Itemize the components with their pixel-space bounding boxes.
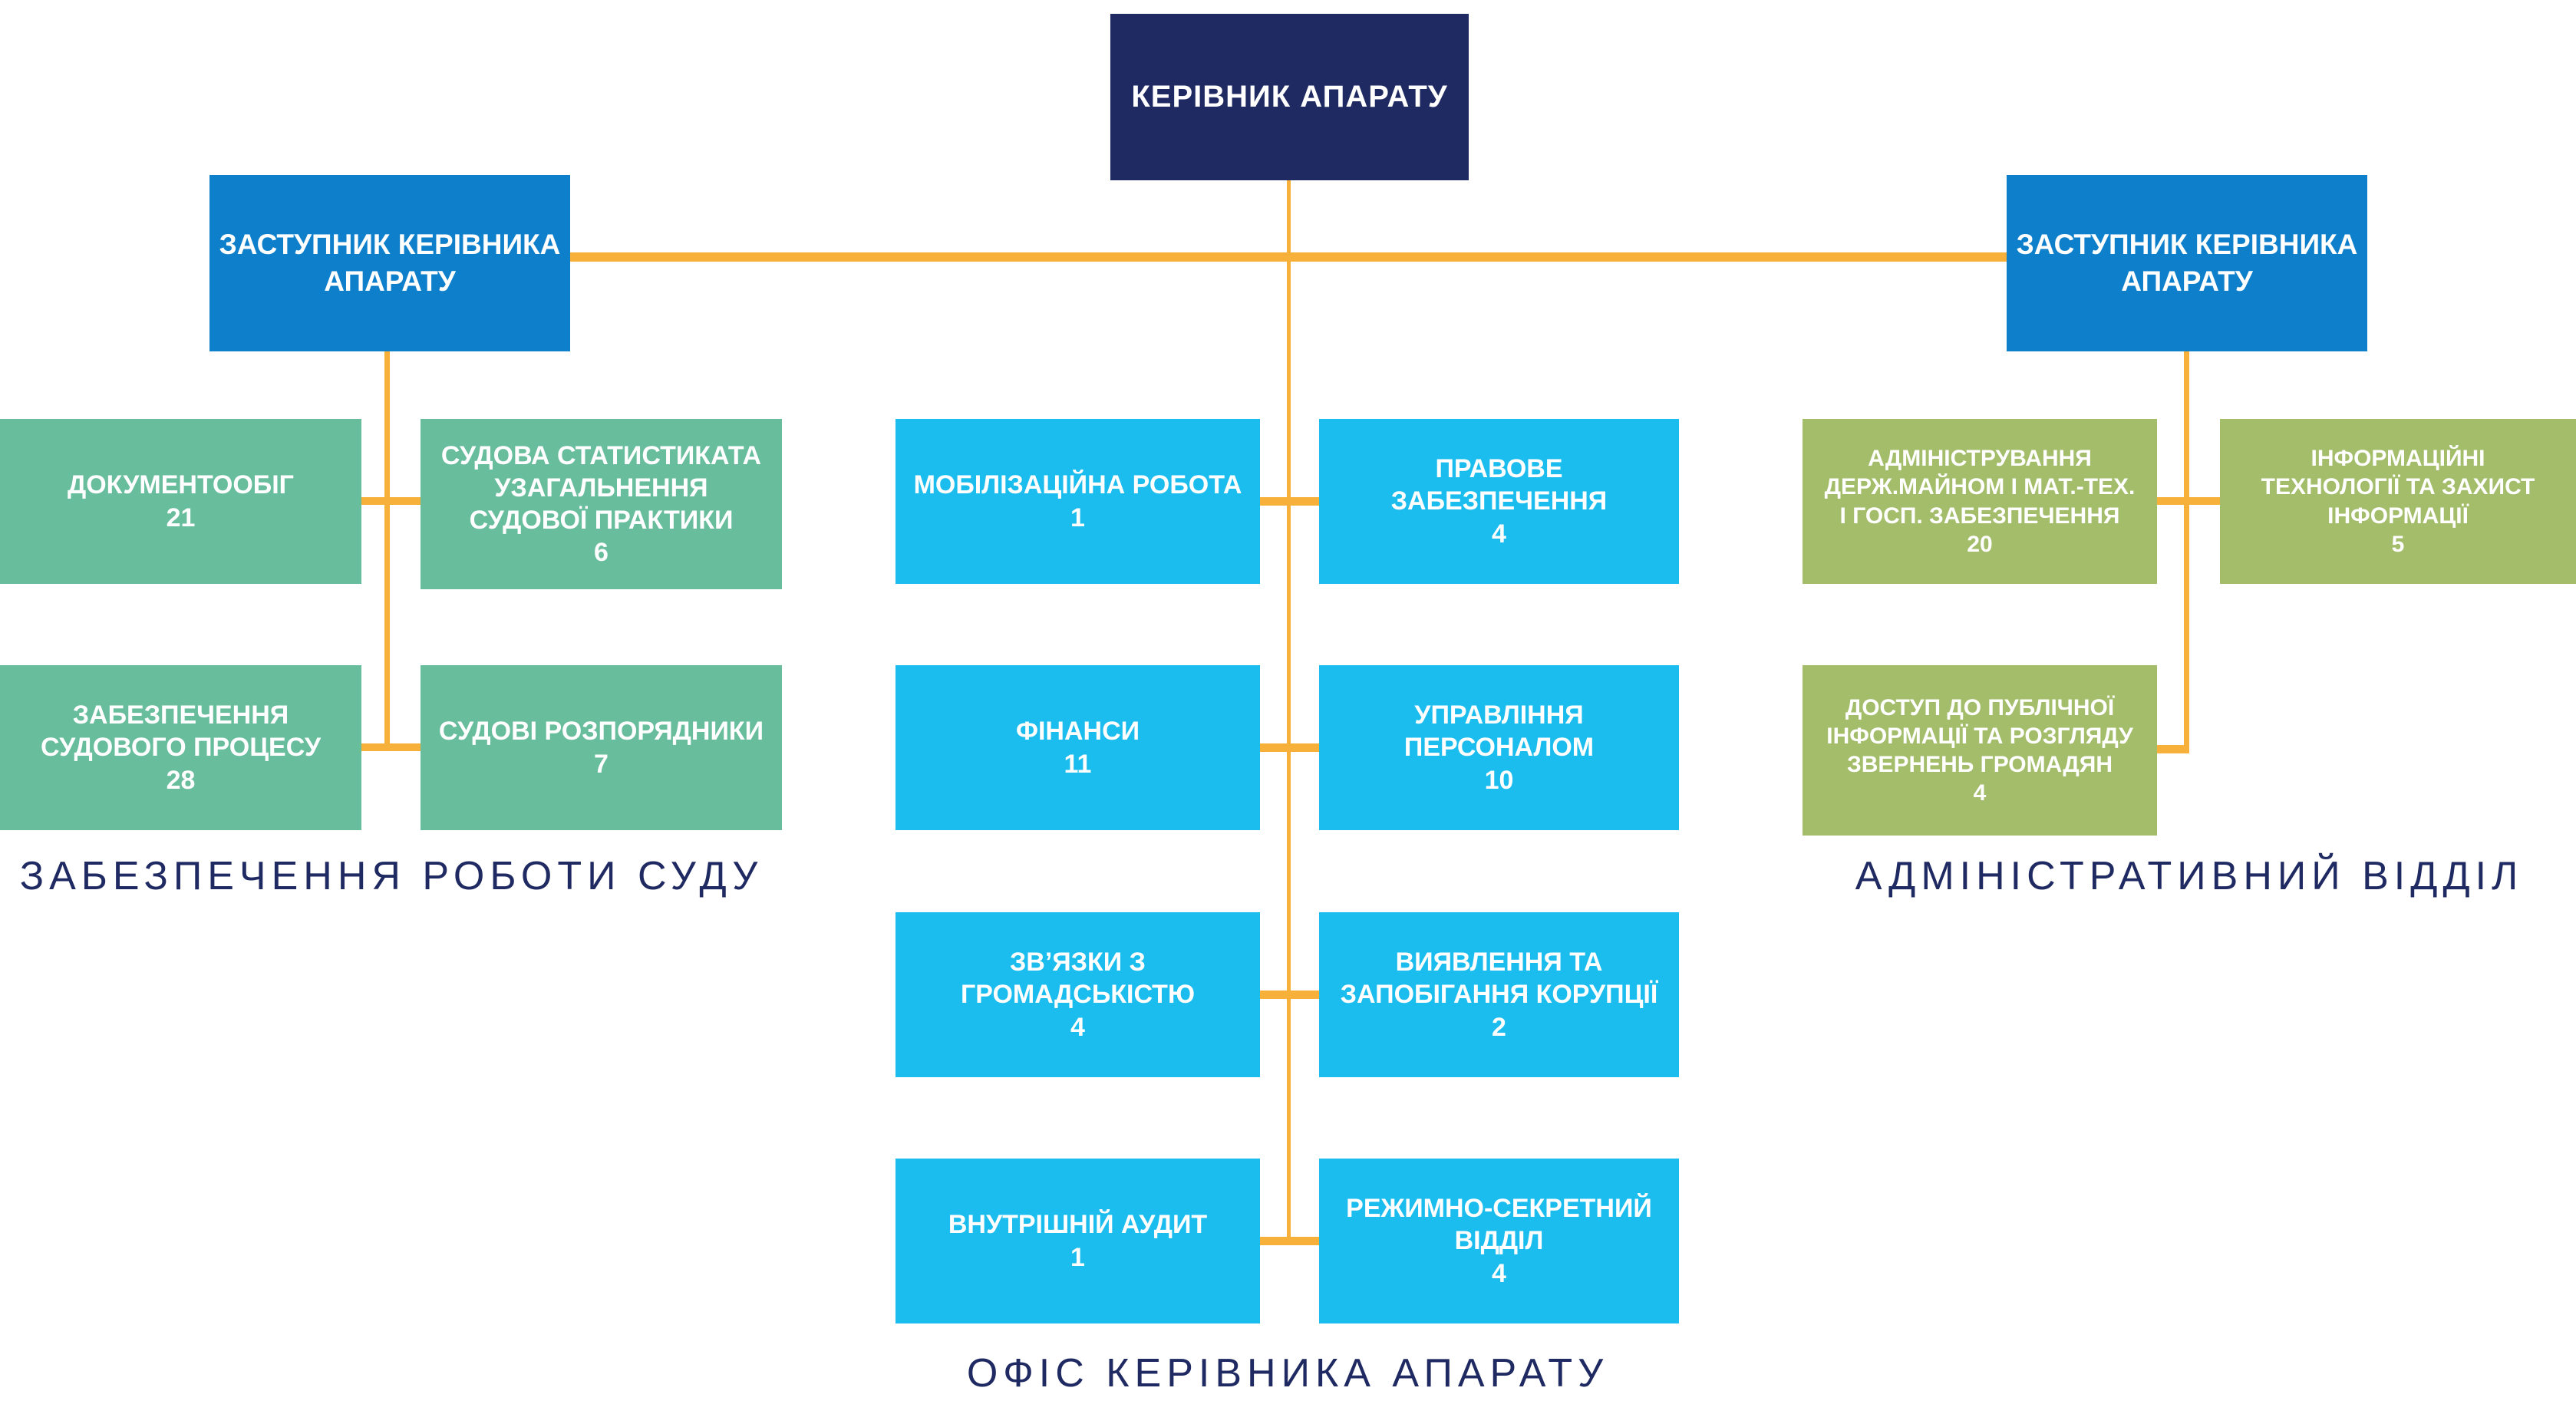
- unit-title: ІНФОРМАЦІЙНІ ТЕХНОЛОГІЇ ТА ЗАХИСТ ІНФОРМ…: [2261, 446, 2535, 529]
- connector-deputies-horizontal: [570, 252, 2007, 262]
- node-head-of-staff: КЕРІВНИК АПАРАТУ: [1110, 14, 1469, 180]
- unit-it-and-info-security: ІНФОРМАЦІЙНІ ТЕХНОЛОГІЇ ТА ЗАХИСТ ІНФОРМ…: [2220, 419, 2576, 584]
- unit-state-property-admin: АДМІНІСТРУВАННЯ ДЕРЖ.МАЙНОМ І МАТ.-ТЕХ. …: [1803, 419, 2157, 584]
- unit-document-flow: ДОКУМЕНТООБІГ 21: [0, 419, 361, 584]
- unit-count: 6: [594, 538, 609, 568]
- unit-title: ДОСТУП ДО ПУБЛІЧНОЇ ІНФОРМАЦІЇ ТА РОЗГЛЯ…: [1826, 694, 2133, 777]
- unit-mobilization: МОБІЛІЗАЦІЙНА РОБОТА 1: [895, 419, 1260, 584]
- unit-court-process-support: ЗАБЕЗПЕЧЕННЯ СУДОВОГО ПРОЦЕСУ 28: [0, 665, 361, 830]
- connector-right-elbow: [2157, 745, 2189, 753]
- group-label-admin: АДМІНІСТРАТИВНИЙ ВІДДІЛ: [1855, 854, 2524, 898]
- connector-left-row2: [361, 743, 421, 751]
- unit-legal-support: ПРАВОВЕ ЗАБЕЗПЕЧЕННЯ 4: [1319, 419, 1679, 584]
- connector-right-row1: [2157, 497, 2220, 505]
- unit-count: 4: [1973, 780, 1987, 806]
- unit-title: ПРАВОВЕ ЗАБЕЗПЕЧЕННЯ: [1390, 454, 1608, 516]
- unit-count: 28: [166, 765, 196, 795]
- group-label-court-support: ЗАБЕЗПЕЧЕННЯ РОБОТИ СУДУ: [19, 854, 764, 898]
- node-title: ЗАСТУПНИК КЕРІВНИКА АПАРАТУ: [219, 228, 561, 297]
- unit-anti-corruption: ВИЯВЛЕННЯ ТА ЗАПОБІГАННЯ КОРУПЦІЇ 2: [1319, 912, 1679, 1077]
- unit-count: 4: [1492, 1258, 1506, 1288]
- node-deputy-right: ЗАСТУПНИК КЕРІВНИКА АПАРАТУ: [2007, 175, 2367, 351]
- unit-title: АДМІНІСТРУВАННЯ ДЕРЖ.МАЙНОМ І МАТ.-ТЕХ. …: [1824, 446, 2136, 529]
- unit-count: 5: [2391, 531, 2405, 557]
- connector-mid-row2: [1260, 743, 1319, 752]
- unit-internal-audit: ВНУТРІШНІЙ АУДИТ 1: [895, 1159, 1260, 1323]
- unit-title: СУДОВА СТАТИСТИКАТА УЗАГАЛЬНЕННЯ СУДОВОЇ…: [440, 440, 762, 535]
- connector-mid-row1: [1260, 497, 1319, 506]
- unit-count: 10: [1484, 765, 1514, 795]
- unit-public-relations: ЗВ’ЯЗКИ З ГРОМАДСЬКІСТЮ 4: [895, 912, 1260, 1077]
- connector-right-trunk: [2184, 340, 2189, 753]
- connector-mid-row4: [1260, 1237, 1319, 1245]
- unit-count: 4: [1492, 519, 1506, 549]
- unit-count: 7: [594, 749, 609, 779]
- connector-left-trunk: [384, 340, 390, 751]
- unit-finance: ФІНАНСИ 11: [895, 665, 1260, 830]
- connector-mid-row3: [1260, 991, 1319, 999]
- unit-court-statistics: СУДОВА СТАТИСТИКАТА УЗАГАЛЬНЕННЯ СУДОВОЇ…: [421, 419, 782, 589]
- unit-hr-management: УПРАВЛІННЯ ПЕРСОНАЛОМ 10: [1319, 665, 1679, 830]
- unit-title: ЗАБЕЗПЕЧЕННЯ СУДОВОГО ПРОЦЕСУ: [41, 700, 321, 763]
- unit-count: 1: [1070, 1242, 1085, 1272]
- unit-count: 2: [1492, 1012, 1506, 1042]
- unit-count: 20: [1967, 531, 1993, 557]
- unit-title: ФІНАНСИ: [1015, 717, 1140, 747]
- unit-title: РЕЖИМНО-СЕКРЕТНИЙ ВІДДІЛ: [1346, 1194, 1652, 1256]
- group-label-office: ОФІС КЕРІВНИКА АПАРАТУ: [966, 1351, 1609, 1396]
- node-deputy-left: ЗАСТУПНИК КЕРІВНИКА АПАРАТУ: [209, 175, 570, 351]
- unit-court-ushers: СУДОВІ РОЗПОРЯДНИКИ 7: [421, 665, 782, 830]
- unit-title: УПРАВЛІННЯ ПЕРСОНАЛОМ: [1403, 700, 1595, 763]
- node-title: КЕРІВНИК АПАРАТУ: [1131, 80, 1448, 114]
- connector-root-trunk: [1287, 180, 1291, 1244]
- unit-title: ДОКУМЕНТООБІГ: [68, 470, 294, 500]
- unit-count: 11: [1064, 749, 1092, 779]
- unit-title: ЗВ’ЯЗКИ З ГРОМАДСЬКІСТЮ: [960, 948, 1196, 1010]
- unit-title: СУДОВІ РОЗПОРЯДНИКИ: [438, 717, 764, 747]
- unit-count: 1: [1070, 503, 1085, 532]
- unit-title: ВИЯВЛЕННЯ ТА ЗАПОБІГАННЯ КОРУПЦІЇ: [1340, 948, 1658, 1010]
- unit-title: ВНУТРІШНІЙ АУДИТ: [948, 1210, 1208, 1240]
- unit-secret-regime: РЕЖИМНО-СЕКРЕТНИЙ ВІДДІЛ 4: [1319, 1159, 1679, 1323]
- connector-left-row1: [361, 497, 421, 505]
- unit-count: 21: [166, 503, 196, 532]
- unit-count: 4: [1070, 1012, 1085, 1042]
- node-title: ЗАСТУПНИК КЕРІВНИКА АПАРАТУ: [2016, 228, 2358, 297]
- unit-title: МОБІЛІЗАЦІЙНА РОБОТА: [913, 470, 1242, 500]
- unit-public-info-access: ДОСТУП ДО ПУБЛІЧНОЇ ІНФОРМАЦІЇ ТА РОЗГЛЯ…: [1803, 665, 2157, 836]
